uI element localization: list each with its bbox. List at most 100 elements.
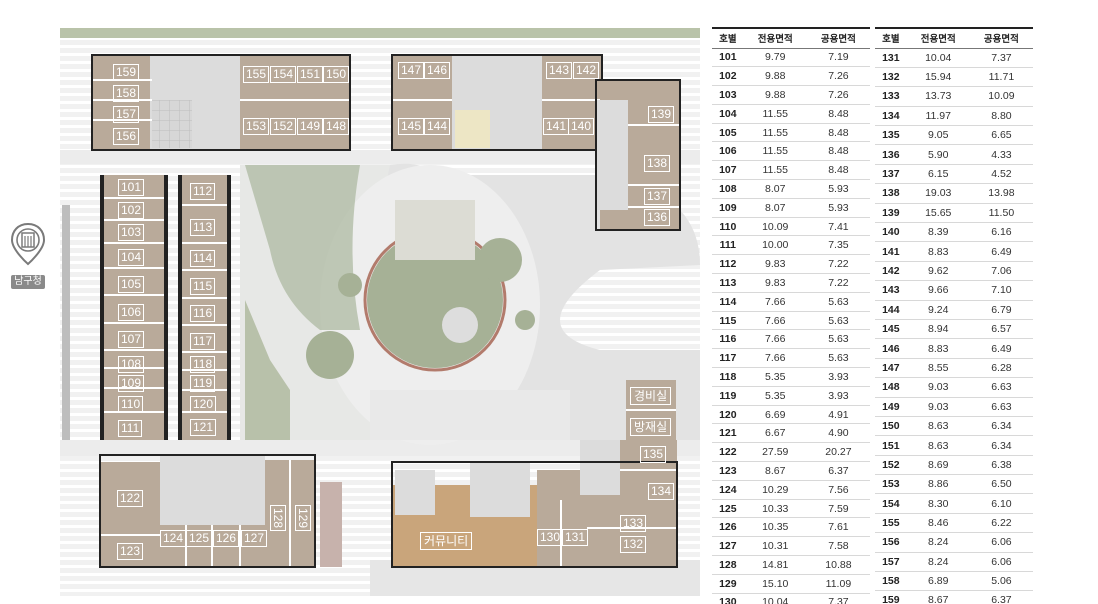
unit-number-cell: 148 (875, 377, 907, 398)
common-area-cell: 6.34 (969, 435, 1033, 456)
unit-number-cell: 136 (875, 144, 907, 165)
unit-number-cell: 137 (875, 164, 907, 185)
common-area-cell: 11.71 (969, 67, 1033, 88)
road-north (60, 150, 700, 164)
unit-number-cell: 151 (875, 435, 907, 456)
unit-label: 101 (118, 179, 145, 196)
unit-number-cell: 153 (875, 474, 907, 495)
unit-label: 128 (270, 505, 286, 532)
unit-number-cell: 120 (712, 405, 744, 425)
common-area-cell: 4.52 (969, 164, 1033, 185)
ramp (320, 482, 342, 567)
unit-number-cell: 130 (712, 593, 744, 604)
unit-number-cell: 112 (712, 254, 744, 275)
common-area-cell: 6.37 (806, 461, 870, 481)
top-green-strip (60, 28, 700, 38)
exclusive-area-cell: 8.94 (906, 319, 970, 340)
unit-label: 155 (243, 66, 270, 83)
unit-number-cell: 157 (875, 552, 907, 573)
unit-number-cell: 109 (712, 198, 744, 218)
unit-label: 143 (546, 62, 573, 79)
exclusive-area-cell: 9.05 (906, 125, 970, 146)
unit-label: 149 (297, 118, 324, 135)
common-area-cell: 7.19 (806, 48, 870, 68)
unit-number-cell: 108 (712, 179, 744, 199)
community-label: 커뮤니티 (420, 532, 473, 550)
unit-number-cell: 142 (875, 261, 907, 282)
exclusive-area-cell: 8.24 (906, 552, 970, 573)
unit-number-cell: 158 (875, 571, 907, 592)
unit-label: 152 (270, 118, 297, 135)
unit-label: 116 (190, 305, 216, 322)
common-area-cell: 7.35 (806, 235, 870, 256)
common-area-cell: 5.63 (806, 348, 870, 369)
exclusive-area-cell: 8.83 (906, 241, 970, 262)
plaza-south-block (370, 390, 570, 440)
unit-number-cell: 122 (712, 442, 744, 463)
unit-number-cell: 103 (712, 85, 744, 105)
gravel-circle (442, 307, 478, 343)
unit-label: 110 (118, 396, 144, 413)
unit-label: 147 (398, 62, 425, 79)
common-area-cell: 6.37 (969, 590, 1033, 604)
floor-plan: 159 158 157 156 155 154 151 150 153 152 … (10, 28, 700, 596)
table-header-row: 호별 전용면적 공용면적 (875, 27, 1033, 49)
unit-number-cell: 111 (712, 235, 744, 256)
unit-label: 142 (573, 62, 600, 79)
unit-number-cell: 104 (712, 104, 744, 124)
unit-label: 122 (117, 490, 144, 507)
exclusive-area-cell: 9.88 (743, 66, 807, 87)
unit-number-cell: 106 (712, 141, 744, 162)
exclusive-area-cell: 10.09 (743, 217, 807, 237)
unit-label: 148 (323, 118, 350, 135)
floor-plan-drawing (60, 28, 700, 596)
unit-label: 109 (118, 375, 145, 392)
exclusive-area-cell: 14.81 (743, 555, 807, 575)
shrub-4 (306, 331, 354, 379)
unit-label: 114 (190, 250, 216, 267)
common-area-cell: 6.22 (969, 513, 1033, 534)
unit-number-cell: 115 (712, 311, 744, 331)
exclusive-area-cell: 8.55 (906, 358, 970, 379)
unit-number-cell: 116 (712, 329, 744, 350)
exclusive-area-cell: 19.03 (906, 183, 970, 204)
exclusive-area-cell: 8.83 (906, 338, 970, 359)
unit-label: 115 (190, 278, 216, 295)
unit-number-cell: 118 (712, 367, 744, 387)
unit-label: 118 (190, 356, 216, 373)
common-area-cell: 5.93 (806, 179, 870, 199)
unit-number-cell: 127 (712, 536, 744, 557)
unit-label: 153 (243, 118, 270, 135)
common-area-cell: 11.50 (969, 203, 1033, 224)
unit-label: 136 (644, 209, 671, 226)
lobby-top-mid (455, 110, 490, 148)
table-header-row: 호별 전용면적 공용면적 (712, 27, 870, 49)
common-area-cell: 4.91 (806, 405, 870, 425)
unit-number-cell: 155 (875, 513, 907, 534)
exclusive-area-cell: 10.00 (743, 235, 807, 256)
unit-label: 158 (113, 85, 140, 102)
common-area-cell: 5.93 (806, 198, 870, 218)
unit-number-cell: 113 (712, 273, 744, 293)
exclusive-area-cell: 6.15 (906, 164, 970, 185)
common-area-cell: 7.41 (806, 217, 870, 237)
unit-number-cell: 121 (712, 423, 744, 444)
